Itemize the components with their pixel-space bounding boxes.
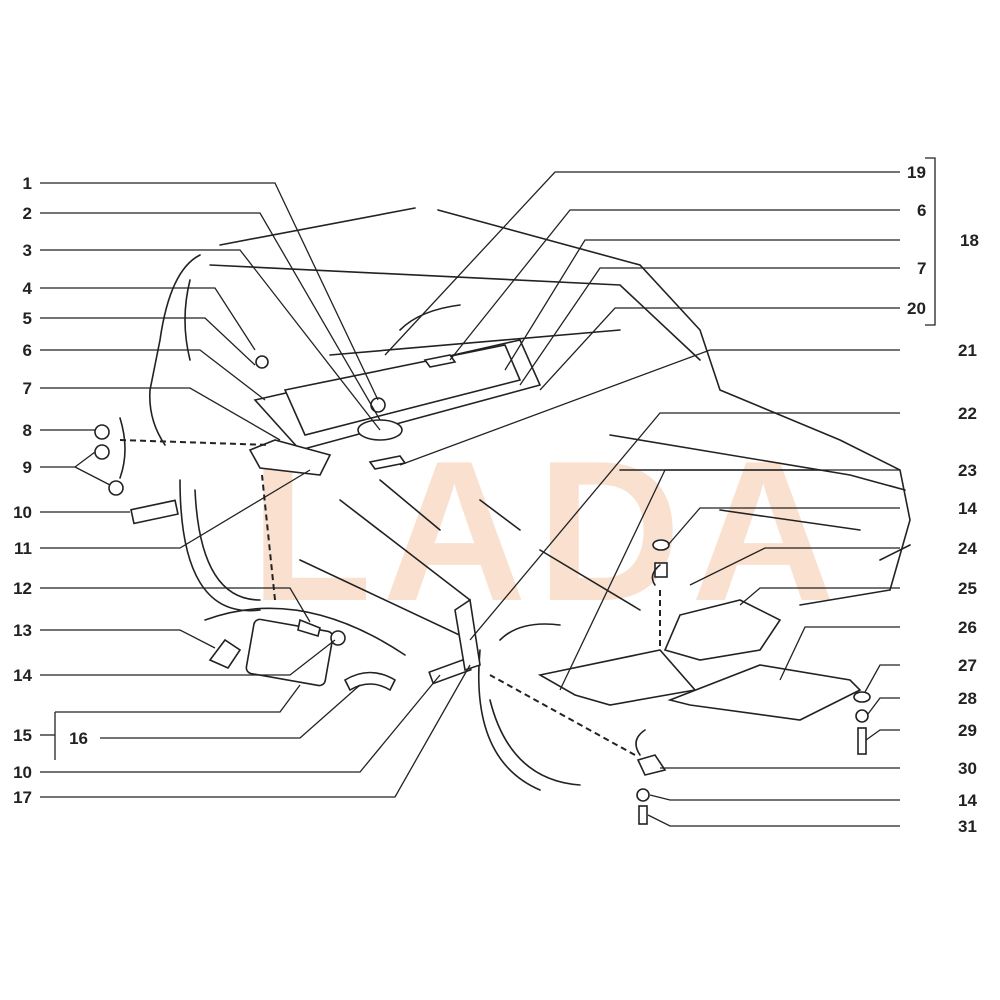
callout-2: 2	[23, 204, 32, 223]
callout-31: 31	[958, 817, 977, 836]
callout-14: 14	[13, 666, 32, 685]
callouts-right: 19 6 18 7 20 21 22 23 14 24 25 26 27 28 …	[907, 163, 979, 836]
callout-18: 18	[960, 231, 979, 250]
callout-24: 24	[958, 539, 977, 558]
callout-3: 3	[23, 241, 32, 260]
callout-20: 20	[907, 299, 926, 318]
callout-4: 4	[23, 279, 33, 298]
callout-27: 27	[958, 656, 977, 675]
callout-1: 1	[23, 174, 32, 193]
callout-21: 21	[958, 341, 977, 360]
callout-29: 29	[958, 721, 977, 740]
leader-lines-right	[384, 157, 936, 827]
callout-5: 5	[23, 309, 32, 328]
callout-17: 17	[13, 788, 32, 807]
callout-16: 16	[69, 729, 88, 748]
callout-7r: 7	[917, 259, 926, 278]
callout-6r: 6	[917, 201, 926, 220]
callout-30: 30	[958, 759, 977, 778]
callout-11: 11	[14, 539, 32, 558]
fasteners	[94, 355, 871, 825]
callout-25: 25	[958, 579, 977, 598]
callout-6: 6	[23, 341, 32, 360]
callout-12: 12	[13, 579, 32, 598]
floor-covers	[537, 599, 862, 721]
callout-19: 19	[907, 163, 926, 182]
callout-13: 13	[13, 621, 32, 640]
callout-10b: 10	[13, 763, 32, 782]
callout-10: 10	[13, 503, 32, 522]
callout-22: 22	[958, 404, 977, 423]
callout-23: 23	[958, 461, 977, 480]
callout-8: 8	[23, 421, 32, 440]
assembly-arrows	[119, 417, 661, 756]
callout-15: 15	[13, 726, 32, 745]
callout-28: 28	[958, 689, 977, 708]
car-outline	[148, 207, 911, 791]
leader-lines-left	[40, 182, 471, 798]
floor-panel	[130, 339, 542, 685]
callout-9: 9	[23, 458, 32, 477]
callout-14r2: 14	[958, 791, 977, 810]
callout-7: 7	[23, 379, 32, 398]
callouts-left: 1 2 3 4 5 6 7 8 9 10 11 12 13 14 15 16 1…	[13, 174, 88, 807]
callout-26: 26	[958, 618, 977, 637]
callout-14r: 14	[958, 499, 977, 518]
